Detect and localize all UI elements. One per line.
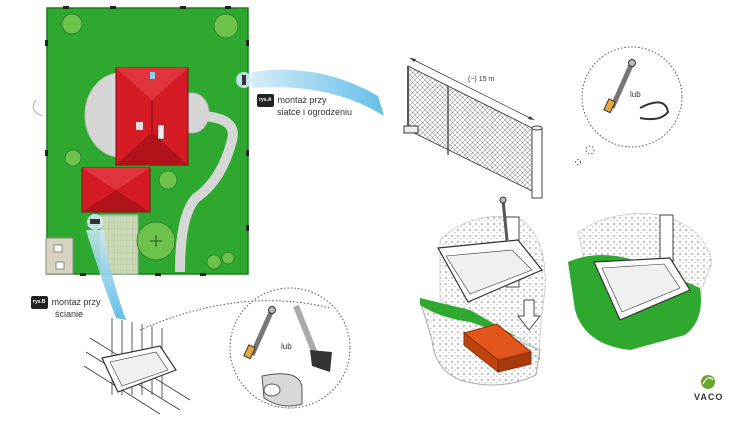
fence-length-label: (~) 15 m xyxy=(468,76,495,83)
screw-icon xyxy=(609,61,635,110)
wall-label-line2: ścianie xyxy=(55,309,84,319)
fence-callout-beam xyxy=(252,69,384,116)
wall-callout-beam xyxy=(86,230,126,320)
or-label-bottom: lub xyxy=(281,342,292,351)
cable-tie-icon xyxy=(639,101,670,121)
fence-posts xyxy=(45,6,249,276)
wall-scene xyxy=(83,318,191,415)
fence-figure-tag: rys.A xyxy=(257,94,274,107)
down-arrow-icon xyxy=(516,299,542,331)
sealant-gun-icon xyxy=(293,304,319,358)
ground-install-scene xyxy=(419,196,546,386)
fence-scene xyxy=(403,57,543,199)
tape-roll-icon xyxy=(261,373,303,407)
wall-figure-tag: rys.B xyxy=(31,296,48,309)
garden-plan xyxy=(32,6,252,276)
leaf-logo-icon xyxy=(701,375,715,389)
installed-scene xyxy=(568,213,713,350)
fence-label-line2: siatce i ogrodzeniu xyxy=(277,107,353,117)
fastener-bubble-bottom xyxy=(139,287,351,409)
fence-label-line1: montaż przy xyxy=(277,94,327,105)
vaco-logo xyxy=(701,375,715,389)
fastener-bubble-top xyxy=(575,46,683,165)
wall-plug-icon xyxy=(243,344,256,360)
wall-plug-icon xyxy=(603,98,616,114)
or-label-top: lub xyxy=(630,90,641,99)
wall-label-line1: montaż przy xyxy=(51,296,101,307)
logo-text: VACO xyxy=(694,392,724,402)
